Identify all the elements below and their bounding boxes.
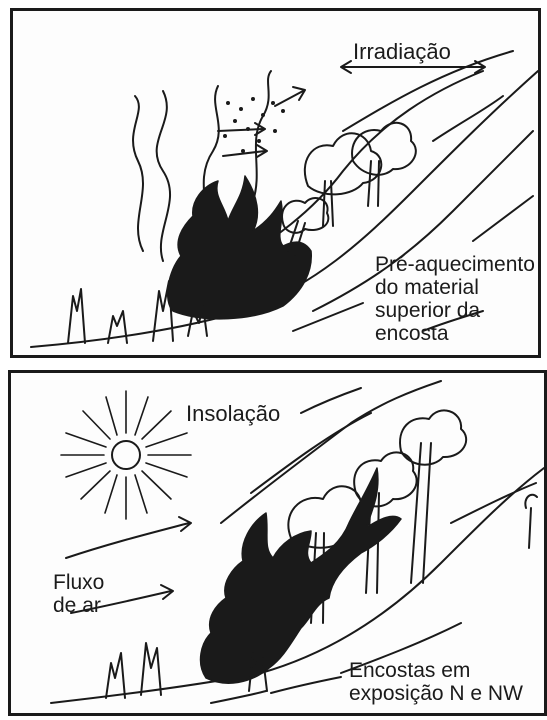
slopes-label: Encostas em exposição N e NW [349,659,523,705]
panel-insolation: Insolação Fluxo de ar Encostas em exposi… [8,370,547,716]
arrow-icon [275,87,305,106]
insolation-label: Insolação [186,401,280,427]
heat-plume [157,91,170,261]
preheat-label: Pré-aquecimento do material superior da … [375,253,535,345]
slope-line [451,483,536,523]
arrow-icon [66,517,191,558]
preheat-label-line: superior da [375,299,535,322]
airflow-label: Fluxo de ar [53,571,104,617]
preheat-label-line: do material [375,276,535,299]
tree-icon [529,508,531,548]
airflow-label-line: de ar [53,594,104,617]
sun-icon [61,391,191,519]
slope-line [271,677,341,693]
preheat-label-line: encosta [375,322,535,345]
slopes-label-line: exposição N e NW [349,682,523,705]
slope-line [301,388,361,413]
radiation-label: Irradiação [353,39,451,65]
slope-line [473,196,533,241]
airflow-label-line: Fluxo [53,571,104,594]
heat-plume [133,96,143,251]
tree-icon [400,410,466,583]
panel-radiation: Irradiação Pré-aquecimento do material s… [10,8,541,358]
slope-line [211,691,266,703]
slope-line [293,303,363,331]
heat-plume [253,71,271,201]
tree-icon [525,495,537,508]
preheat-label-line: Pré-aquecimento [375,253,535,276]
slope-line [433,96,503,141]
arrow-icon [218,123,265,135]
flame-icon [201,468,401,683]
slopes-label-line: Encostas em [349,659,523,682]
